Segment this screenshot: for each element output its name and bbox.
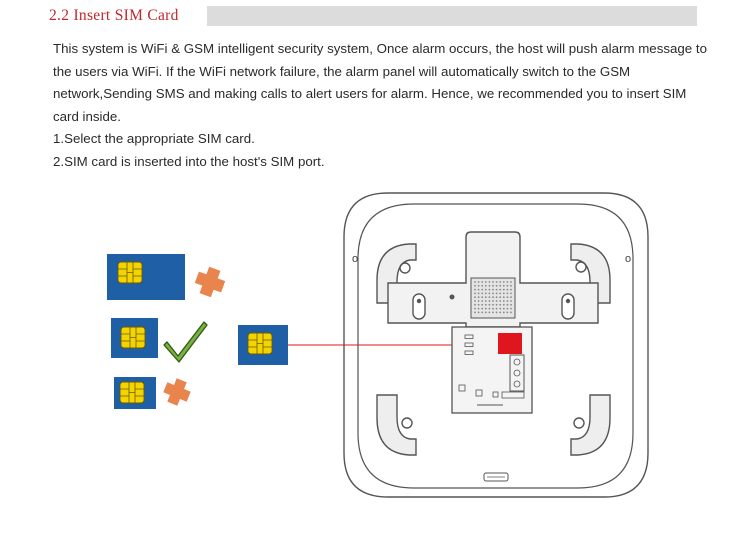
cross-icon — [160, 375, 194, 409]
cross-icon — [192, 264, 228, 300]
section-header: 2.2 Insert SIM Card — [49, 6, 697, 26]
sim-card-nano — [114, 377, 156, 409]
speaker-grille — [474, 281, 512, 314]
sim-card-micro — [111, 318, 158, 358]
check-icon — [163, 321, 208, 363]
sim-chip — [120, 326, 146, 349]
sim-slot — [498, 333, 522, 354]
section-title: 2.2 Insert SIM Card — [49, 7, 179, 24]
sim-chip — [117, 261, 143, 284]
step-1: 1.Select the appropriate SIM card. — [53, 131, 255, 146]
intro-paragraph: This system is WiFi & GSM intelligent se… — [53, 41, 707, 124]
step-2: 2.SIM card is inserted into the host's S… — [53, 153, 325, 169]
header-bar — [207, 6, 697, 26]
instructions: This system is WiFi & GSM intelligent se… — [53, 38, 713, 173]
sim-card-insert — [238, 325, 288, 365]
keyhole-icon — [561, 293, 575, 320]
keyhole-icon — [412, 293, 426, 320]
sim-chip — [119, 381, 145, 404]
sim-chip — [247, 332, 273, 355]
right-mark: o — [625, 253, 631, 265]
sim-card-large — [107, 254, 185, 300]
left-mark: o — [352, 253, 358, 265]
